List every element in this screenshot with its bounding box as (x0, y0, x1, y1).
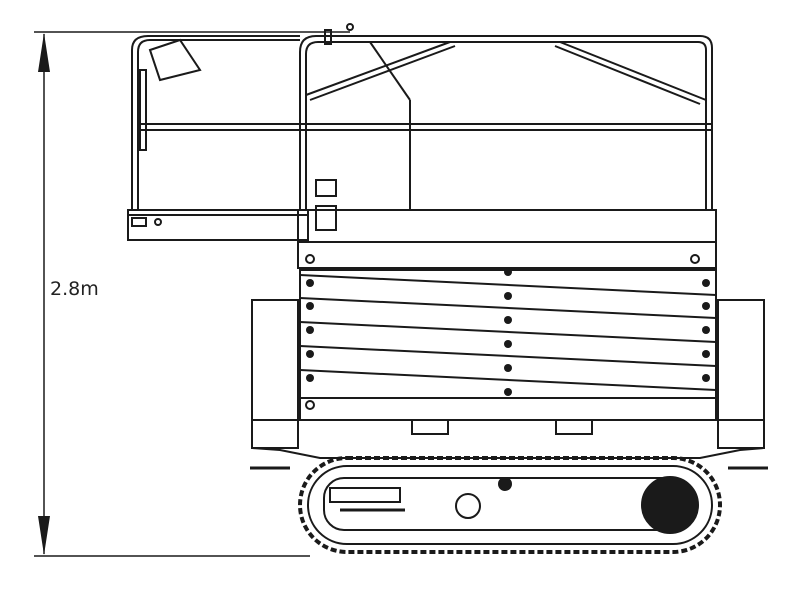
guardrail (131, 23, 713, 210)
dimension-line (34, 31, 350, 557)
arrow-down-icon (38, 516, 50, 555)
extension-deck (127, 209, 309, 241)
arrow-up-icon (38, 33, 50, 72)
drive-sprocket (641, 476, 699, 534)
crawler-track (298, 456, 722, 554)
chassis (250, 299, 768, 470)
height-dimension-label: 2.8m (50, 278, 99, 300)
platform (297, 179, 717, 269)
scissor-stack (299, 268, 717, 421)
